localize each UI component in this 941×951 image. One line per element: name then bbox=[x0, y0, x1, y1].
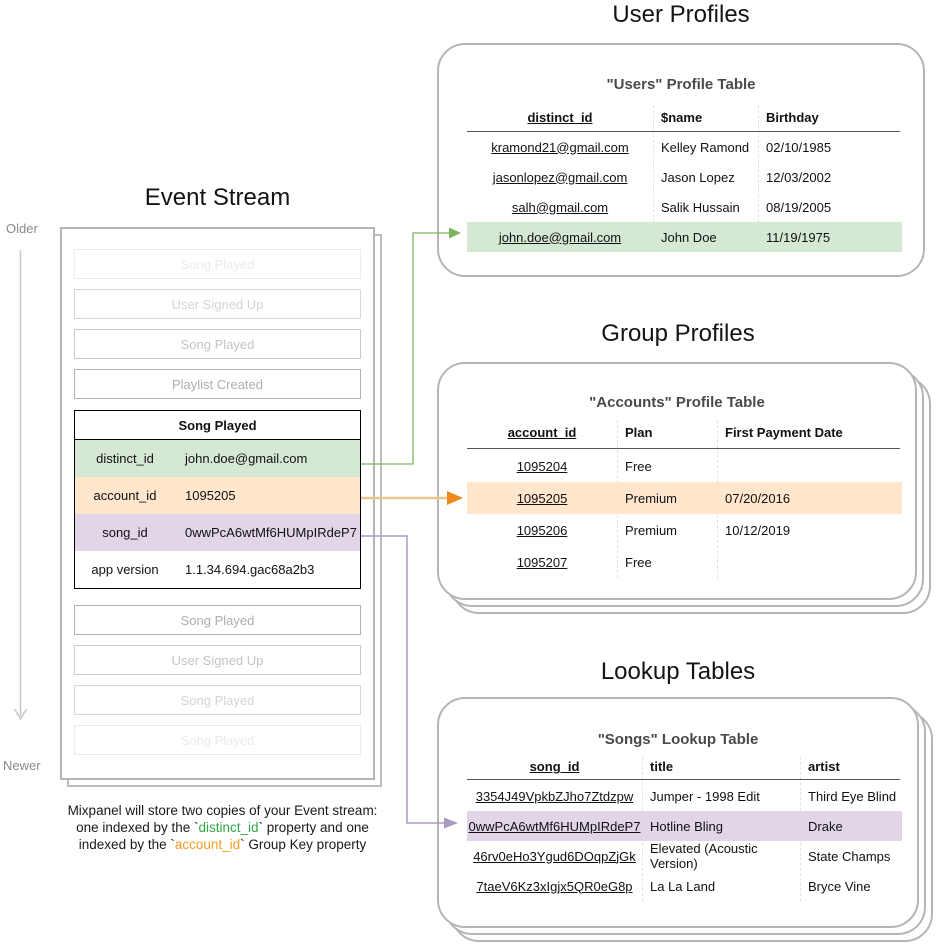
property-value: 1095205 bbox=[185, 488, 236, 503]
header-rule bbox=[467, 131, 900, 132]
property-value: 0wwPcA6wtMf6HUMpIRdeP7 bbox=[185, 525, 357, 540]
property-value: 1.1.34.694.gac68a2b3 bbox=[185, 562, 315, 577]
account-id-token: account_id bbox=[174, 837, 241, 852]
group-profiles-title: Group Profiles bbox=[601, 320, 755, 347]
caption-line-3: indexed by the `account_id` Group Key pr… bbox=[78, 837, 367, 852]
column-separator bbox=[653, 105, 654, 252]
users-profile-card: "Users" Profile Table distinct_id $name … bbox=[437, 43, 925, 277]
property-row-song-id: song_id 0wwPcA6wtMf6HUMpIRdeP7 bbox=[75, 514, 360, 551]
event-item: Song Played bbox=[74, 605, 361, 635]
event-item: Playlist Created bbox=[74, 369, 361, 399]
header-rule bbox=[467, 779, 900, 780]
property-row-distinct-id: distinct_id john.doe@gmail.com bbox=[75, 440, 360, 477]
column-separator bbox=[758, 105, 759, 252]
property-row-account-id: account_id 1095205 bbox=[75, 477, 360, 514]
event-item: Song Played bbox=[74, 685, 361, 715]
event-item: User Signed Up bbox=[74, 645, 361, 675]
songs-lookup-card: "Songs" Lookup Table song_id title artis… bbox=[437, 697, 919, 928]
highlighted-row-bg bbox=[467, 482, 902, 514]
timeline-arrow bbox=[13, 250, 28, 721]
older-label: Older bbox=[6, 221, 38, 236]
newer-label: Newer bbox=[3, 758, 41, 773]
selected-event-name: Song Played bbox=[75, 411, 360, 440]
event-item: Song Played bbox=[74, 329, 361, 359]
lookup-tables-title: Lookup Tables bbox=[600, 658, 756, 685]
songs-table-header: song_id title artist bbox=[529, 759, 840, 774]
property-key: song_id bbox=[102, 525, 148, 540]
users-table-header: distinct_id $name Birthday bbox=[527, 109, 819, 125]
distinct-id-token: distinct_id bbox=[198, 820, 259, 835]
event-item: Song Played bbox=[74, 725, 361, 755]
users-table-title: "Users" Profile Table bbox=[606, 76, 756, 93]
footnote-caption: Mixpanel will store two copies of your E… bbox=[30, 802, 415, 853]
header-rule bbox=[467, 448, 900, 449]
property-key: app version bbox=[91, 562, 159, 577]
accounts-table-title: "Accounts" Profile Table bbox=[589, 394, 765, 411]
caption-line-2: one indexed by the `distinct_id` propert… bbox=[76, 820, 369, 835]
event-item: User Signed Up bbox=[74, 289, 361, 319]
event-stream-title: Event Stream bbox=[144, 184, 291, 211]
property-value: john.doe@gmail.com bbox=[185, 451, 308, 466]
property-key: distinct_id bbox=[96, 451, 154, 466]
property-key: account_id bbox=[93, 488, 157, 503]
accounts-profile-card: "Accounts" Profile Table account_id Plan… bbox=[437, 362, 917, 600]
user-profiles-title: User Profiles bbox=[612, 1, 750, 28]
highlighted-row-bg bbox=[467, 222, 902, 252]
caption-line-1: Mixpanel will store two copies of your E… bbox=[67, 803, 378, 818]
accounts-table-header: account_id Plan First Payment Date bbox=[507, 424, 843, 440]
property-row-app-version: app version 1.1.34.694.gac68a2b3 bbox=[75, 551, 360, 588]
selected-event-card: Song Played distinct_id john.doe@gmail.c… bbox=[74, 410, 361, 589]
event-stream-panel: Song Played User Signed Up Song Played P… bbox=[60, 227, 375, 780]
highlighted-row-bg bbox=[467, 811, 902, 841]
songs-table-title: "Songs" Lookup Table bbox=[597, 731, 759, 748]
event-item: Song Played bbox=[74, 249, 361, 279]
